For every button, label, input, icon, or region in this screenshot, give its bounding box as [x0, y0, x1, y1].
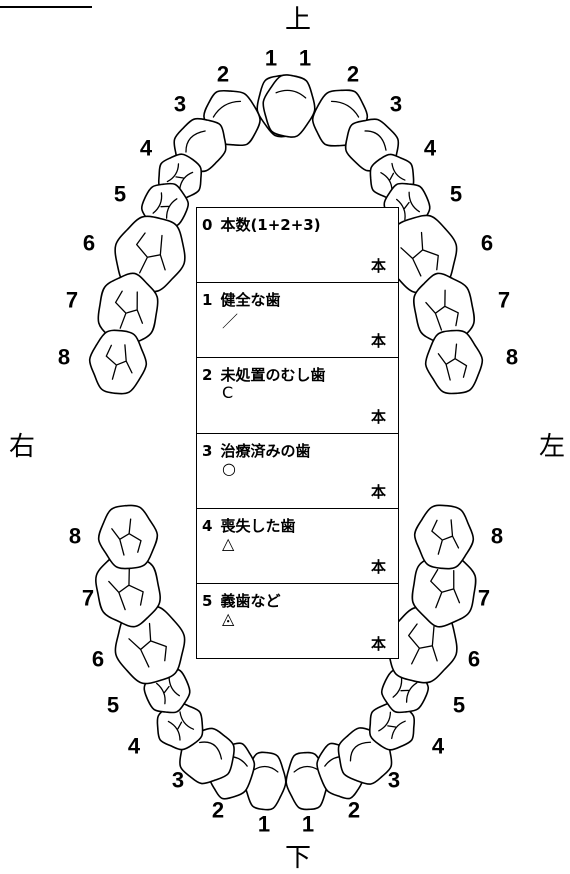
- row-code: 5: [202, 592, 213, 610]
- row-label: 未処置のむし歯: [220, 366, 326, 384]
- lower-right-tooth-number: 3: [172, 768, 184, 793]
- row-symbol: ◬: [222, 609, 235, 628]
- upper-left-tooth-number: 4: [424, 136, 437, 161]
- row-title: 4 喪失した歯: [202, 515, 295, 536]
- row-label: 本数(1+2+3): [220, 216, 321, 234]
- direction-bottom-label: 下: [285, 843, 311, 873]
- upper-right-tooth-number: 1: [265, 46, 277, 71]
- direction-left-label: 右: [9, 432, 35, 462]
- corner-rule: [0, 6, 92, 8]
- direction-right-label: 左: [539, 432, 565, 462]
- lower-left-tooth-4: [368, 701, 416, 751]
- row-symbol: △: [222, 534, 235, 553]
- lower-left-tooth-number: 4: [432, 734, 445, 759]
- upper-right-tooth-number: 5: [114, 182, 126, 207]
- row-unit: 本: [370, 483, 386, 501]
- lower-left-tooth-number: 6: [468, 647, 480, 672]
- row-code: 0: [202, 216, 213, 234]
- table-row-5: 5 義歯など◬ 本: [197, 584, 398, 660]
- lower-right-tooth-number: 2: [212, 798, 224, 823]
- row-unit: 本: [370, 558, 386, 576]
- upper-right-tooth-number: 4: [140, 136, 153, 161]
- lower-right-tooth-number: 1: [258, 812, 270, 837]
- upper-left-tooth-number: 5: [450, 182, 462, 207]
- lower-left-tooth-7: [411, 550, 477, 628]
- table-row-3: 3 治療済みの歯○ 本: [197, 434, 398, 509]
- table-row-1: 1 健全な歯 ／ 本: [197, 283, 398, 358]
- row-label: 喪失した歯: [220, 517, 296, 535]
- upper-left-tooth-number: 6: [481, 231, 493, 256]
- table-row-4: 4 喪失した歯△ 本: [197, 509, 398, 584]
- row-code: 3: [202, 442, 213, 460]
- lower-right-tooth-number: 6: [92, 647, 104, 672]
- upper-right-tooth-number: 2: [217, 62, 229, 87]
- row-label: 健全な歯: [220, 291, 281, 309]
- lower-left-tooth-number: 7: [478, 586, 490, 611]
- row-unit: 本: [370, 332, 386, 350]
- table-row-0: 0 本数(1+2+3) 本: [197, 208, 398, 283]
- row-title: 0 本数(1+2+3): [202, 214, 321, 235]
- upper-left-tooth-number: 7: [498, 288, 510, 313]
- row-code: 4: [202, 517, 213, 535]
- row-unit: 本: [370, 257, 386, 275]
- upper-left-tooth-number: 3: [390, 92, 402, 117]
- lower-left-tooth-number: 2: [348, 798, 360, 823]
- lower-left-tooth-number: 1: [302, 812, 314, 837]
- upper-left-tooth-8: [424, 329, 484, 395]
- upper-left-tooth-1: [262, 74, 316, 138]
- upper-right-tooth-number: 6: [83, 231, 95, 256]
- lower-left-tooth-8: [413, 504, 475, 570]
- upper-right-tooth-number: 3: [174, 92, 186, 117]
- row-symbol: ○: [222, 459, 236, 478]
- upper-left-tooth-number: 8: [506, 345, 518, 370]
- row-symbol: C: [222, 383, 234, 402]
- lower-left-tooth-number: 8: [491, 524, 503, 549]
- lower-right-tooth-number: 7: [82, 586, 94, 611]
- lower-left-tooth-number: 3: [388, 768, 400, 793]
- row-title: 3 治療済みの歯: [202, 440, 310, 461]
- lower-left-tooth-number: 5: [453, 693, 465, 718]
- upper-right-tooth-number: 8: [58, 345, 70, 370]
- upper-left-tooth-number: 1: [299, 46, 311, 71]
- row-symbol: ／: [222, 312, 239, 331]
- upper-right-tooth-8: [88, 329, 148, 395]
- row-code: 1: [202, 291, 213, 309]
- lower-right-tooth-number: 5: [107, 693, 119, 718]
- row-code: 2: [202, 366, 213, 384]
- row-title: 1 健全な歯: [202, 289, 280, 310]
- row-unit: 本: [370, 408, 386, 426]
- lower-right-tooth-number: 8: [69, 524, 81, 549]
- direction-top-label: 上: [285, 5, 311, 35]
- lower-right-tooth-8: [97, 504, 159, 570]
- upper-right-tooth-number: 7: [66, 288, 78, 313]
- upper-left-tooth-7: [412, 272, 476, 348]
- row-label: 義歯など: [220, 592, 281, 610]
- row-label: 治療済みの歯: [220, 442, 311, 460]
- row-title: 2 未処置のむし歯: [202, 364, 325, 385]
- row-unit: 本: [370, 635, 386, 653]
- upper-left-tooth-number: 2: [347, 62, 359, 87]
- row-title: 5 義歯など: [202, 590, 280, 611]
- lower-right-tooth-number: 4: [128, 734, 141, 759]
